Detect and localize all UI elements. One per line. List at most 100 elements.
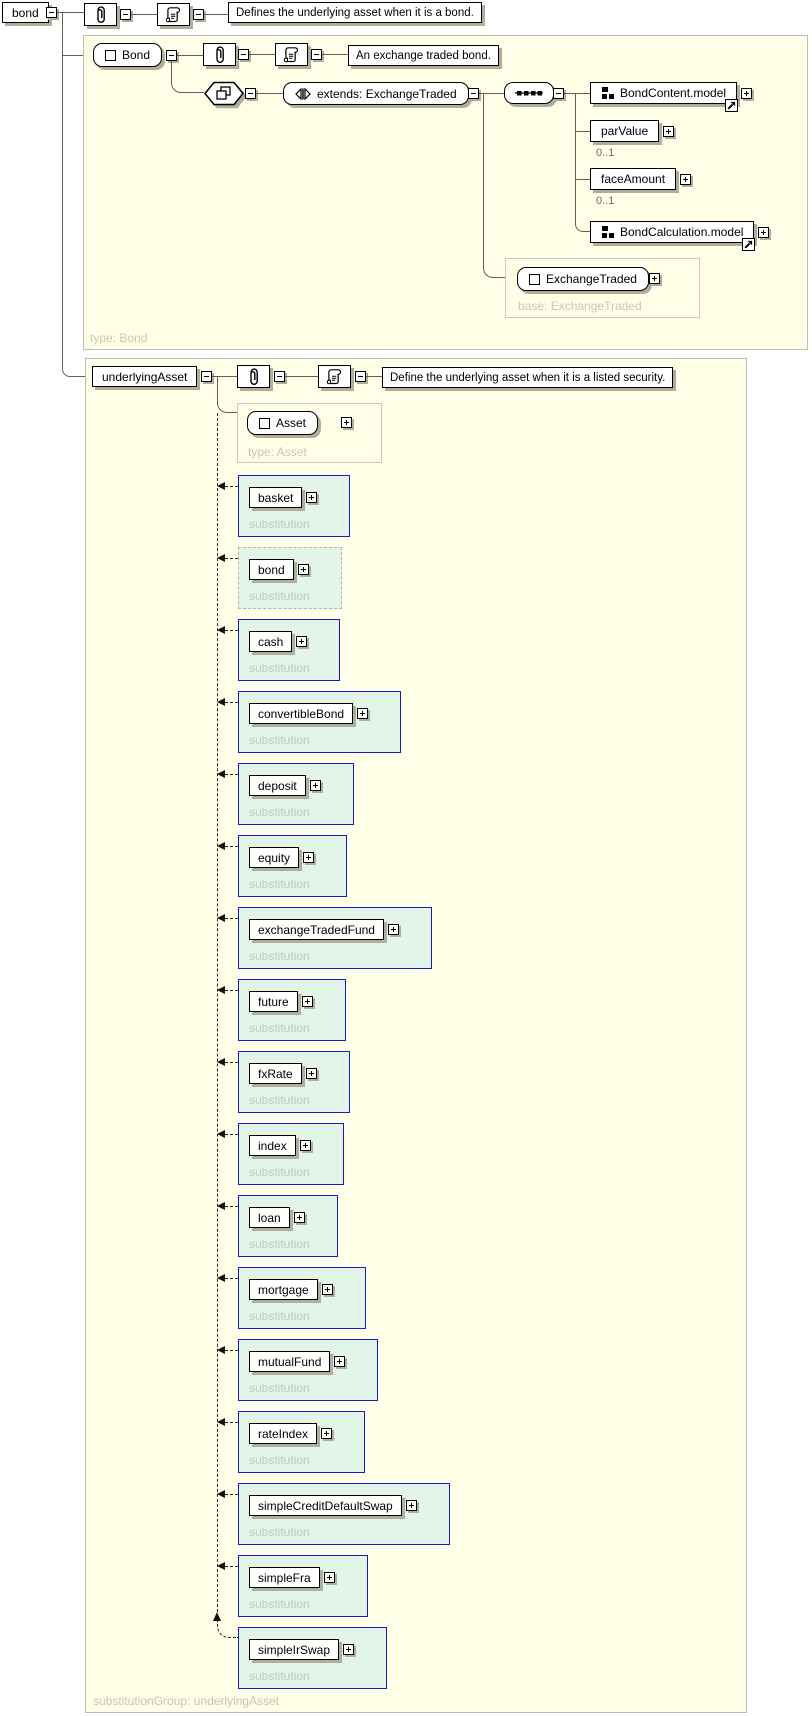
expand-toggle-icon[interactable] (306, 492, 318, 503)
substitution-element[interactable]: cash (249, 631, 293, 652)
base-type-container: base: ExchangeTraded (505, 258, 700, 318)
substitution-element[interactable]: deposit (249, 775, 306, 796)
node-label: BondCalculation.model (620, 225, 744, 239)
substitution-element[interactable]: equity (249, 847, 300, 868)
sequence-child-node[interactable]: BondCalculation.model (590, 221, 756, 251)
substitution-caption: substitution (249, 1453, 310, 1467)
expand-toggle-icon[interactable] (758, 226, 770, 238)
sequence-child-node[interactable]: parValue (590, 120, 660, 142)
substitution-trunk-line (217, 413, 218, 1622)
substitution-element[interactable]: basket (249, 487, 303, 508)
substitution-element[interactable]: mutualFund (249, 1351, 331, 1372)
substitution-element[interactable]: bond (249, 559, 294, 580)
reference-arrow-slot[interactable] (725, 99, 739, 112)
collapse-toggle-icon[interactable] (355, 371, 366, 382)
substitution-element[interactable]: index (249, 1135, 296, 1156)
expand-toggle-icon[interactable] (649, 273, 660, 284)
collapse-toggle-icon[interactable] (311, 49, 322, 60)
substitution-box: convertibleBond substitution (238, 691, 402, 753)
reference-arrow-slot[interactable] (742, 238, 756, 251)
expand-toggle-icon[interactable] (663, 125, 675, 137)
head-type-container: type: Asset (237, 403, 382, 463)
reference-arrow-icon[interactable] (725, 99, 739, 112)
substitution-element[interactable]: simpleFra (249, 1567, 320, 1588)
substitution-element-label: simpleIrSwap (258, 1642, 331, 1657)
substitution-caption: substitution (249, 1237, 310, 1251)
bond-complextype-node[interactable]: Bond (93, 43, 163, 67)
tree-trunk-line (62, 12, 63, 369)
derivation-hexagon-icon[interactable] (204, 81, 244, 106)
sequence-node[interactable] (504, 82, 554, 104)
collapse-toggle-icon[interactable] (46, 7, 57, 18)
collapse-toggle-icon[interactable] (193, 9, 204, 20)
annotation-text-box: Define the underlying asset when it is a… (382, 367, 674, 388)
expand-toggle-icon[interactable] (741, 87, 753, 99)
model-group-icon (602, 225, 614, 238)
annotation-compartment[interactable] (157, 3, 190, 26)
asset-complextype-node[interactable]: Asset (247, 411, 319, 435)
substitution-element[interactable]: future (249, 991, 298, 1012)
substitution-arrow-icon (217, 626, 238, 635)
expand-toggle-icon[interactable] (334, 1356, 346, 1367)
collapse-toggle-icon[interactable] (553, 88, 564, 99)
expand-toggle-icon[interactable] (309, 780, 321, 791)
collapse-toggle-icon[interactable] (120, 9, 131, 20)
expand-toggle-icon[interactable] (296, 636, 308, 647)
sequence-child-node[interactable]: faceAmount (590, 168, 677, 190)
attributes-paperclip-icon (96, 5, 105, 23)
substitution-caption: substitution (249, 877, 310, 891)
expand-toggle-icon[interactable] (405, 1500, 417, 1511)
substitution-element-label: bond (258, 562, 285, 577)
substitution-arrow-icon (217, 554, 238, 563)
expand-toggle-icon[interactable] (305, 1068, 317, 1079)
expand-toggle-icon[interactable] (301, 996, 313, 1007)
substitution-element[interactable]: rateIndex (249, 1423, 318, 1444)
annotation-compartment[interactable] (318, 365, 351, 388)
annotation-compartment[interactable] (275, 43, 308, 66)
expand-toggle-icon[interactable] (357, 708, 369, 719)
collapse-toggle-icon[interactable] (238, 49, 249, 60)
substitution-element-label: index (258, 1138, 287, 1153)
expand-toggle-icon[interactable] (293, 1212, 305, 1223)
collapse-toggle-icon[interactable] (166, 50, 177, 61)
substitution-caption: substitution (249, 589, 310, 603)
base-complextype-node[interactable]: ExchangeTraded (517, 267, 649, 291)
expand-toggle-icon[interactable] (387, 924, 399, 935)
substitution-element[interactable]: convertibleBond (249, 703, 354, 724)
expand-toggle-icon[interactable] (299, 1140, 311, 1151)
substitution-element[interactable]: fxRate (249, 1063, 302, 1084)
collapse-toggle-icon[interactable] (468, 88, 479, 99)
extension-node[interactable]: extends: ExchangeTraded (283, 82, 469, 105)
underlying-asset-element-node[interactable]: underlyingAsset (92, 366, 198, 387)
expand-toggle-icon[interactable] (303, 852, 315, 863)
sequence-child-node[interactable]: BondContent.model (590, 82, 739, 112)
expand-toggle-icon[interactable] (323, 1572, 335, 1583)
node-label: parValue (601, 124, 649, 138)
expand-toggle-icon[interactable] (321, 1428, 333, 1439)
substitution-element[interactable]: simpleIrSwap (249, 1639, 340, 1660)
expand-toggle-icon[interactable] (321, 1284, 333, 1295)
attributes-compartment[interactable] (84, 3, 117, 26)
collapse-toggle-icon[interactable] (245, 88, 256, 99)
substitution-element[interactable]: mortgage (249, 1279, 318, 1300)
bond-element-node[interactable]: bond (2, 2, 49, 23)
expand-toggle-icon[interactable] (297, 564, 309, 575)
substitution-element[interactable]: exchangeTradedFund (249, 919, 384, 940)
substitution-element[interactable]: simpleCreditDefaultSwap (249, 1495, 402, 1516)
bond-element-label: bond (12, 5, 39, 20)
expand-toggle-icon[interactable] (680, 173, 692, 185)
collapse-toggle-icon[interactable] (201, 371, 212, 382)
complextype-square-icon (529, 273, 540, 285)
attributes-compartment[interactable] (203, 43, 236, 66)
substitution-arrow-icon (217, 1130, 238, 1139)
substitution-element[interactable]: loan (249, 1207, 290, 1228)
expand-toggle-icon[interactable] (341, 417, 352, 428)
attributes-compartment[interactable] (237, 365, 270, 388)
collapse-toggle-icon[interactable] (274, 371, 285, 382)
substitution-element-label: simpleCreditDefaultSwap (258, 1498, 393, 1513)
reference-arrow-icon[interactable] (742, 238, 756, 251)
expand-toggle-icon[interactable] (343, 1644, 355, 1655)
substitution-caption: substitution (249, 1021, 310, 1035)
substitution-box: loan substitution (238, 1195, 338, 1257)
substitution-arrow-icon (217, 1202, 238, 1211)
